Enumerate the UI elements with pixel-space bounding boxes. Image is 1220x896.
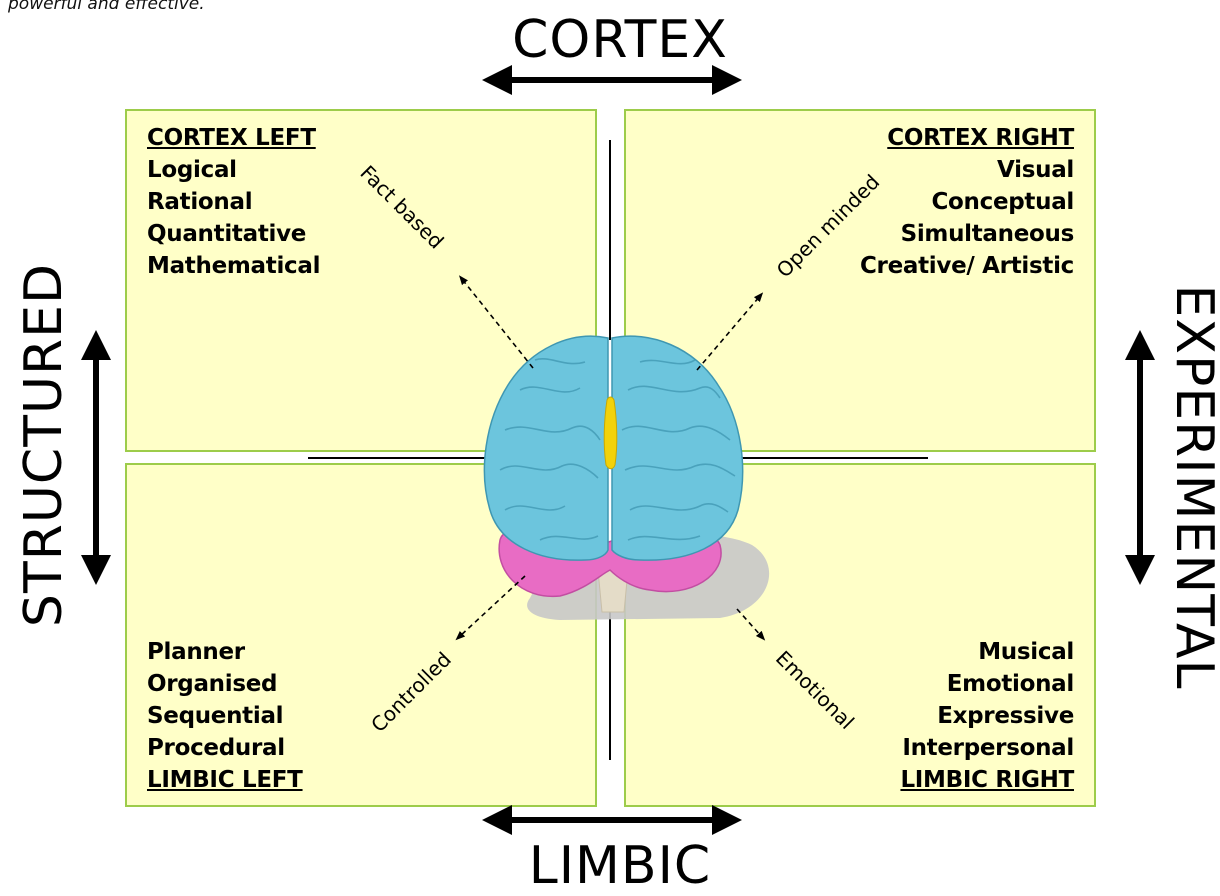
- trait-item: Emotional: [900, 668, 1074, 700]
- trait-item: Rational: [147, 186, 320, 218]
- brain-cortex-right: [612, 336, 743, 560]
- cortex-right-heading: CORTEX RIGHT: [860, 122, 1074, 154]
- limbic-right-traits: Musical Emotional Expressive Interperson…: [900, 636, 1074, 796]
- trait-item: Sequential: [147, 700, 303, 732]
- limbic-left-heading: LIMBIC LEFT: [147, 764, 303, 796]
- brain-midline: [604, 397, 617, 469]
- arrow-emotional: [737, 609, 762, 637]
- trait-item: Planner: [147, 636, 303, 668]
- cortex-left-traits: CORTEX LEFT Logical Rational Quantitativ…: [147, 122, 320, 282]
- trait-item: Quantitative: [147, 218, 320, 250]
- trait-item: Expressive: [900, 700, 1074, 732]
- arrow-fact-based: [462, 279, 533, 368]
- trait-item: Visual: [860, 154, 1074, 186]
- trait-item: Interpersonal: [900, 732, 1074, 764]
- trait-item: Simultaneous: [860, 218, 1074, 250]
- trait-item: Conceptual: [860, 186, 1074, 218]
- arrow-open-minded: [697, 296, 760, 370]
- limbic-left-traits: Planner Organised Sequential Procedural …: [147, 636, 303, 796]
- arrow-controlled: [459, 576, 525, 637]
- trait-item: Organised: [147, 668, 303, 700]
- cortex-right-traits: CORTEX RIGHT Visual Conceptual Simultane…: [860, 122, 1074, 282]
- trait-item: Logical: [147, 154, 320, 186]
- trait-item: Procedural: [147, 732, 303, 764]
- limbic-right-heading: LIMBIC RIGHT: [900, 764, 1074, 796]
- brain-cortex-left: [484, 336, 608, 560]
- trait-item: Musical: [900, 636, 1074, 668]
- cortex-left-heading: CORTEX LEFT: [147, 122, 320, 154]
- trait-item: Mathematical: [147, 250, 320, 282]
- trait-item: Creative/ Artistic: [860, 250, 1074, 282]
